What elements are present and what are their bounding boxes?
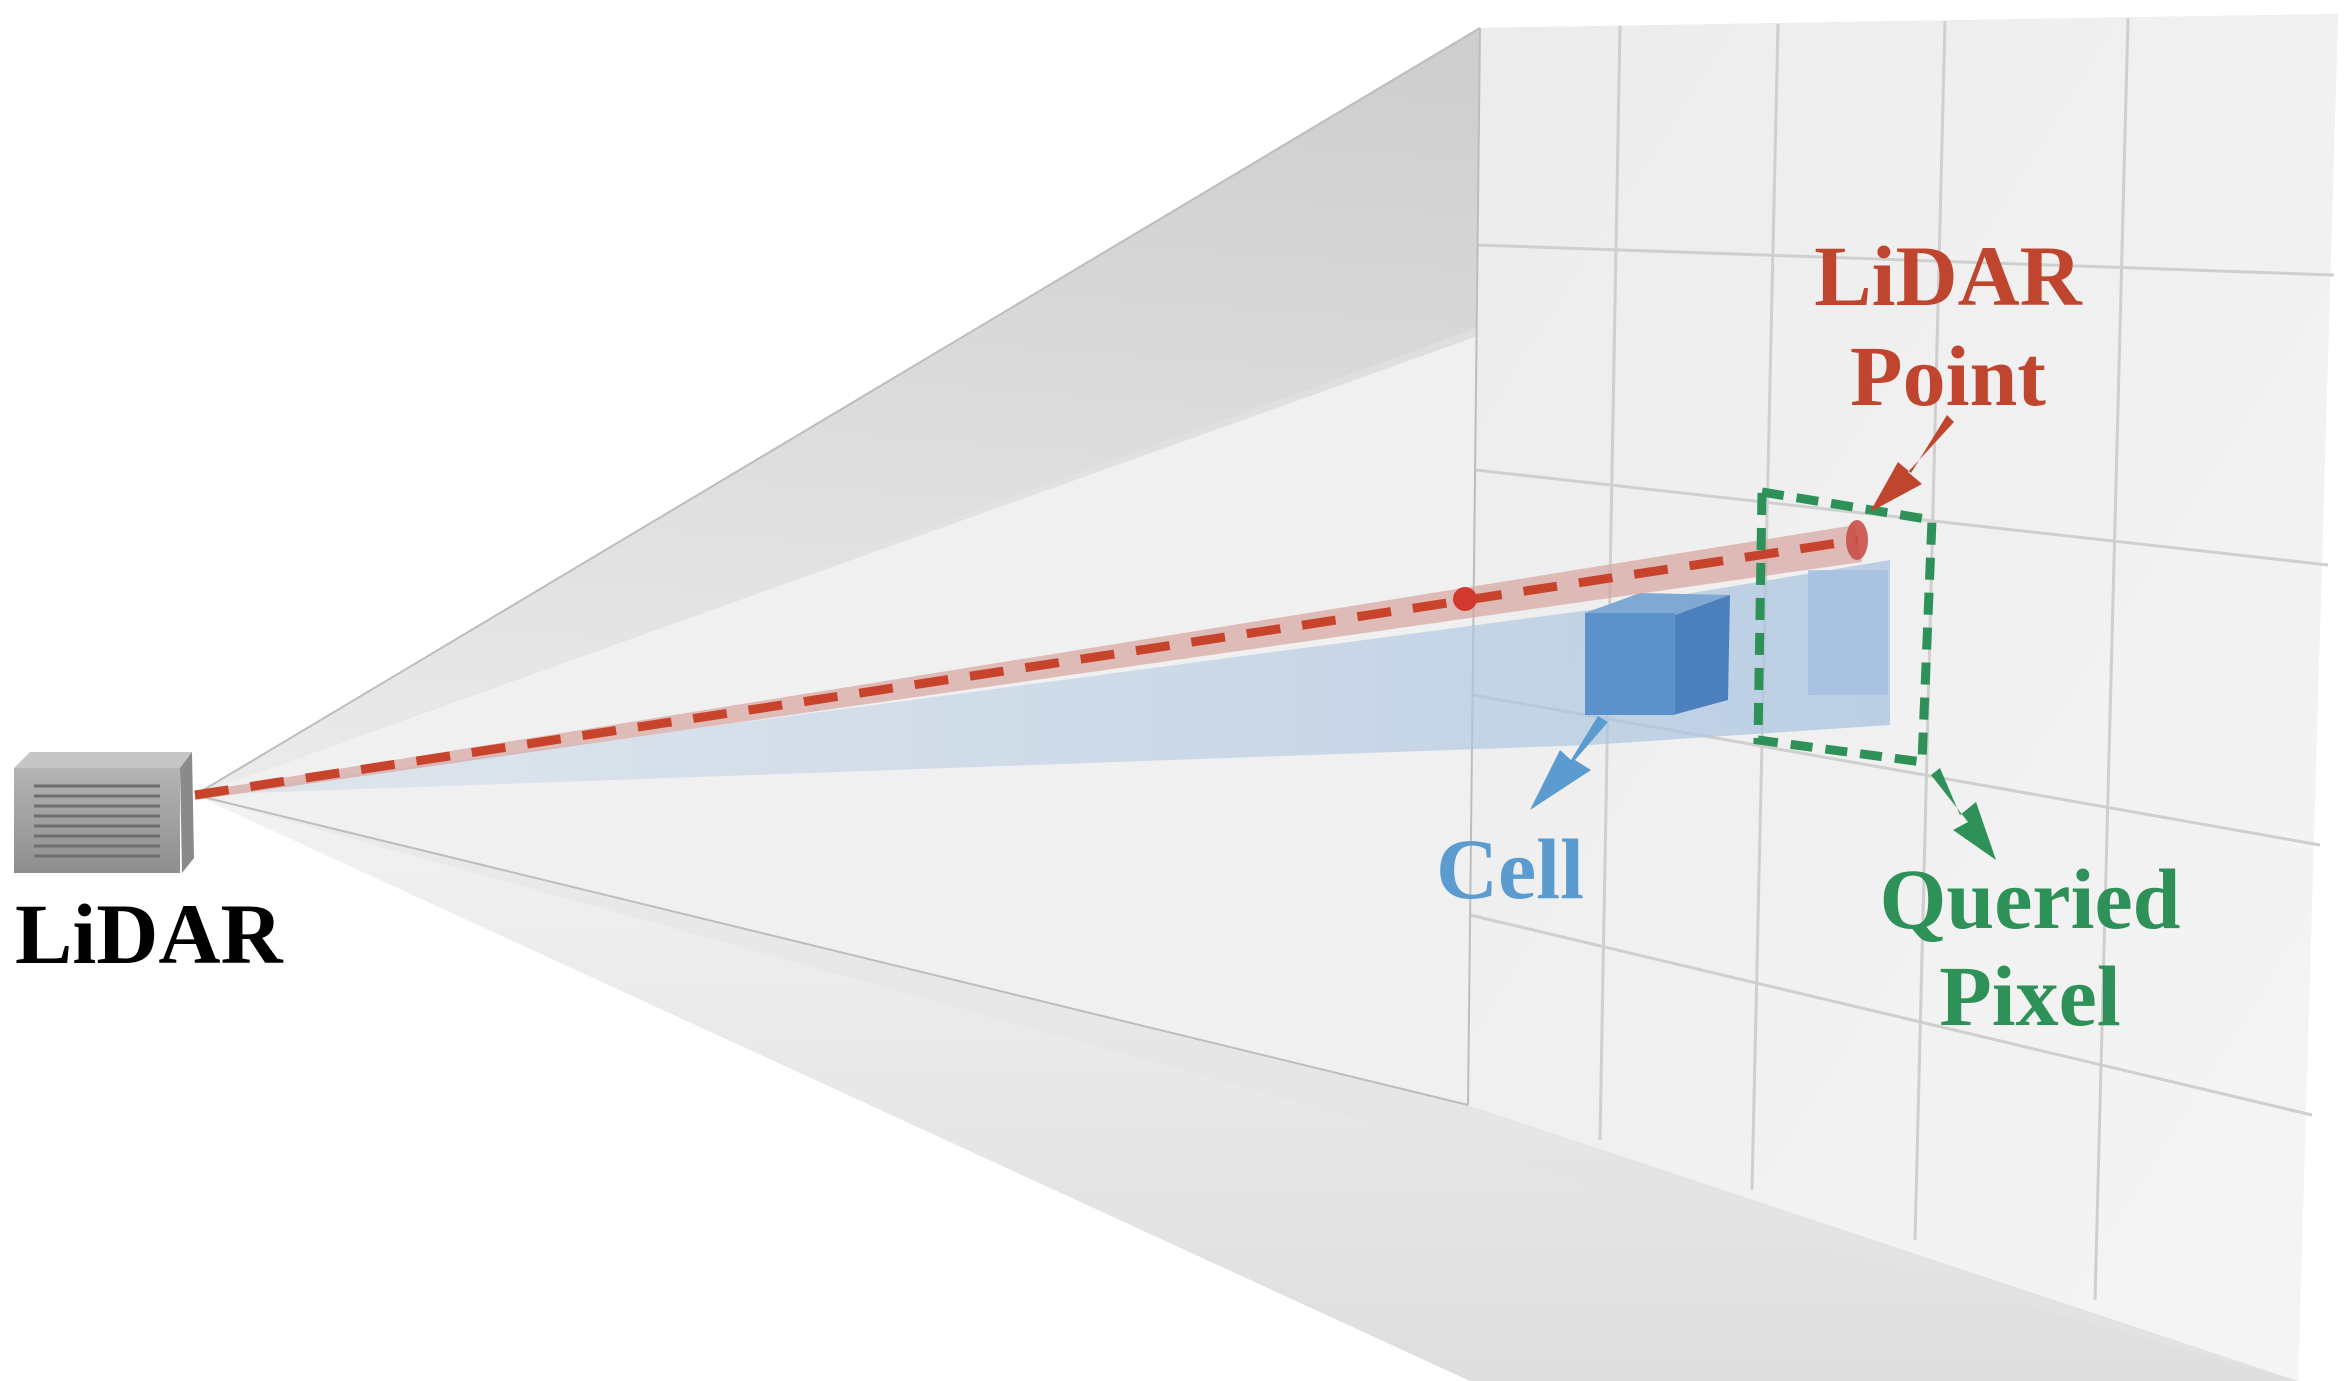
lidar-point-label-line1: LiDAR (1814, 228, 2082, 324)
lidar-point-arrow-icon (1870, 415, 1954, 512)
cell-arrow-icon (1530, 716, 1608, 810)
queried-pixel-box (1753, 486, 1937, 768)
sample-point (1453, 587, 1477, 611)
queried-pixel-label-line2: Pixel (1939, 948, 2121, 1044)
lidar-sensor-icon (14, 752, 194, 873)
cell-cube (1585, 593, 1730, 715)
cell-cone (195, 560, 1890, 795)
frustum-edges (194, 27, 1481, 1106)
queried-pixel-label-line1: Queried (1880, 851, 2181, 947)
projected-cell (1808, 570, 1888, 695)
cell-label: Cell (1436, 821, 1584, 917)
lidar-ray (194, 535, 1859, 800)
lidar-point-marker (1846, 520, 1868, 560)
lidar-point-label-line2: Point (1850, 328, 2046, 424)
queried-pixel-arrow-icon (1931, 768, 1996, 860)
lidar-device-label: LiDAR (15, 886, 283, 982)
